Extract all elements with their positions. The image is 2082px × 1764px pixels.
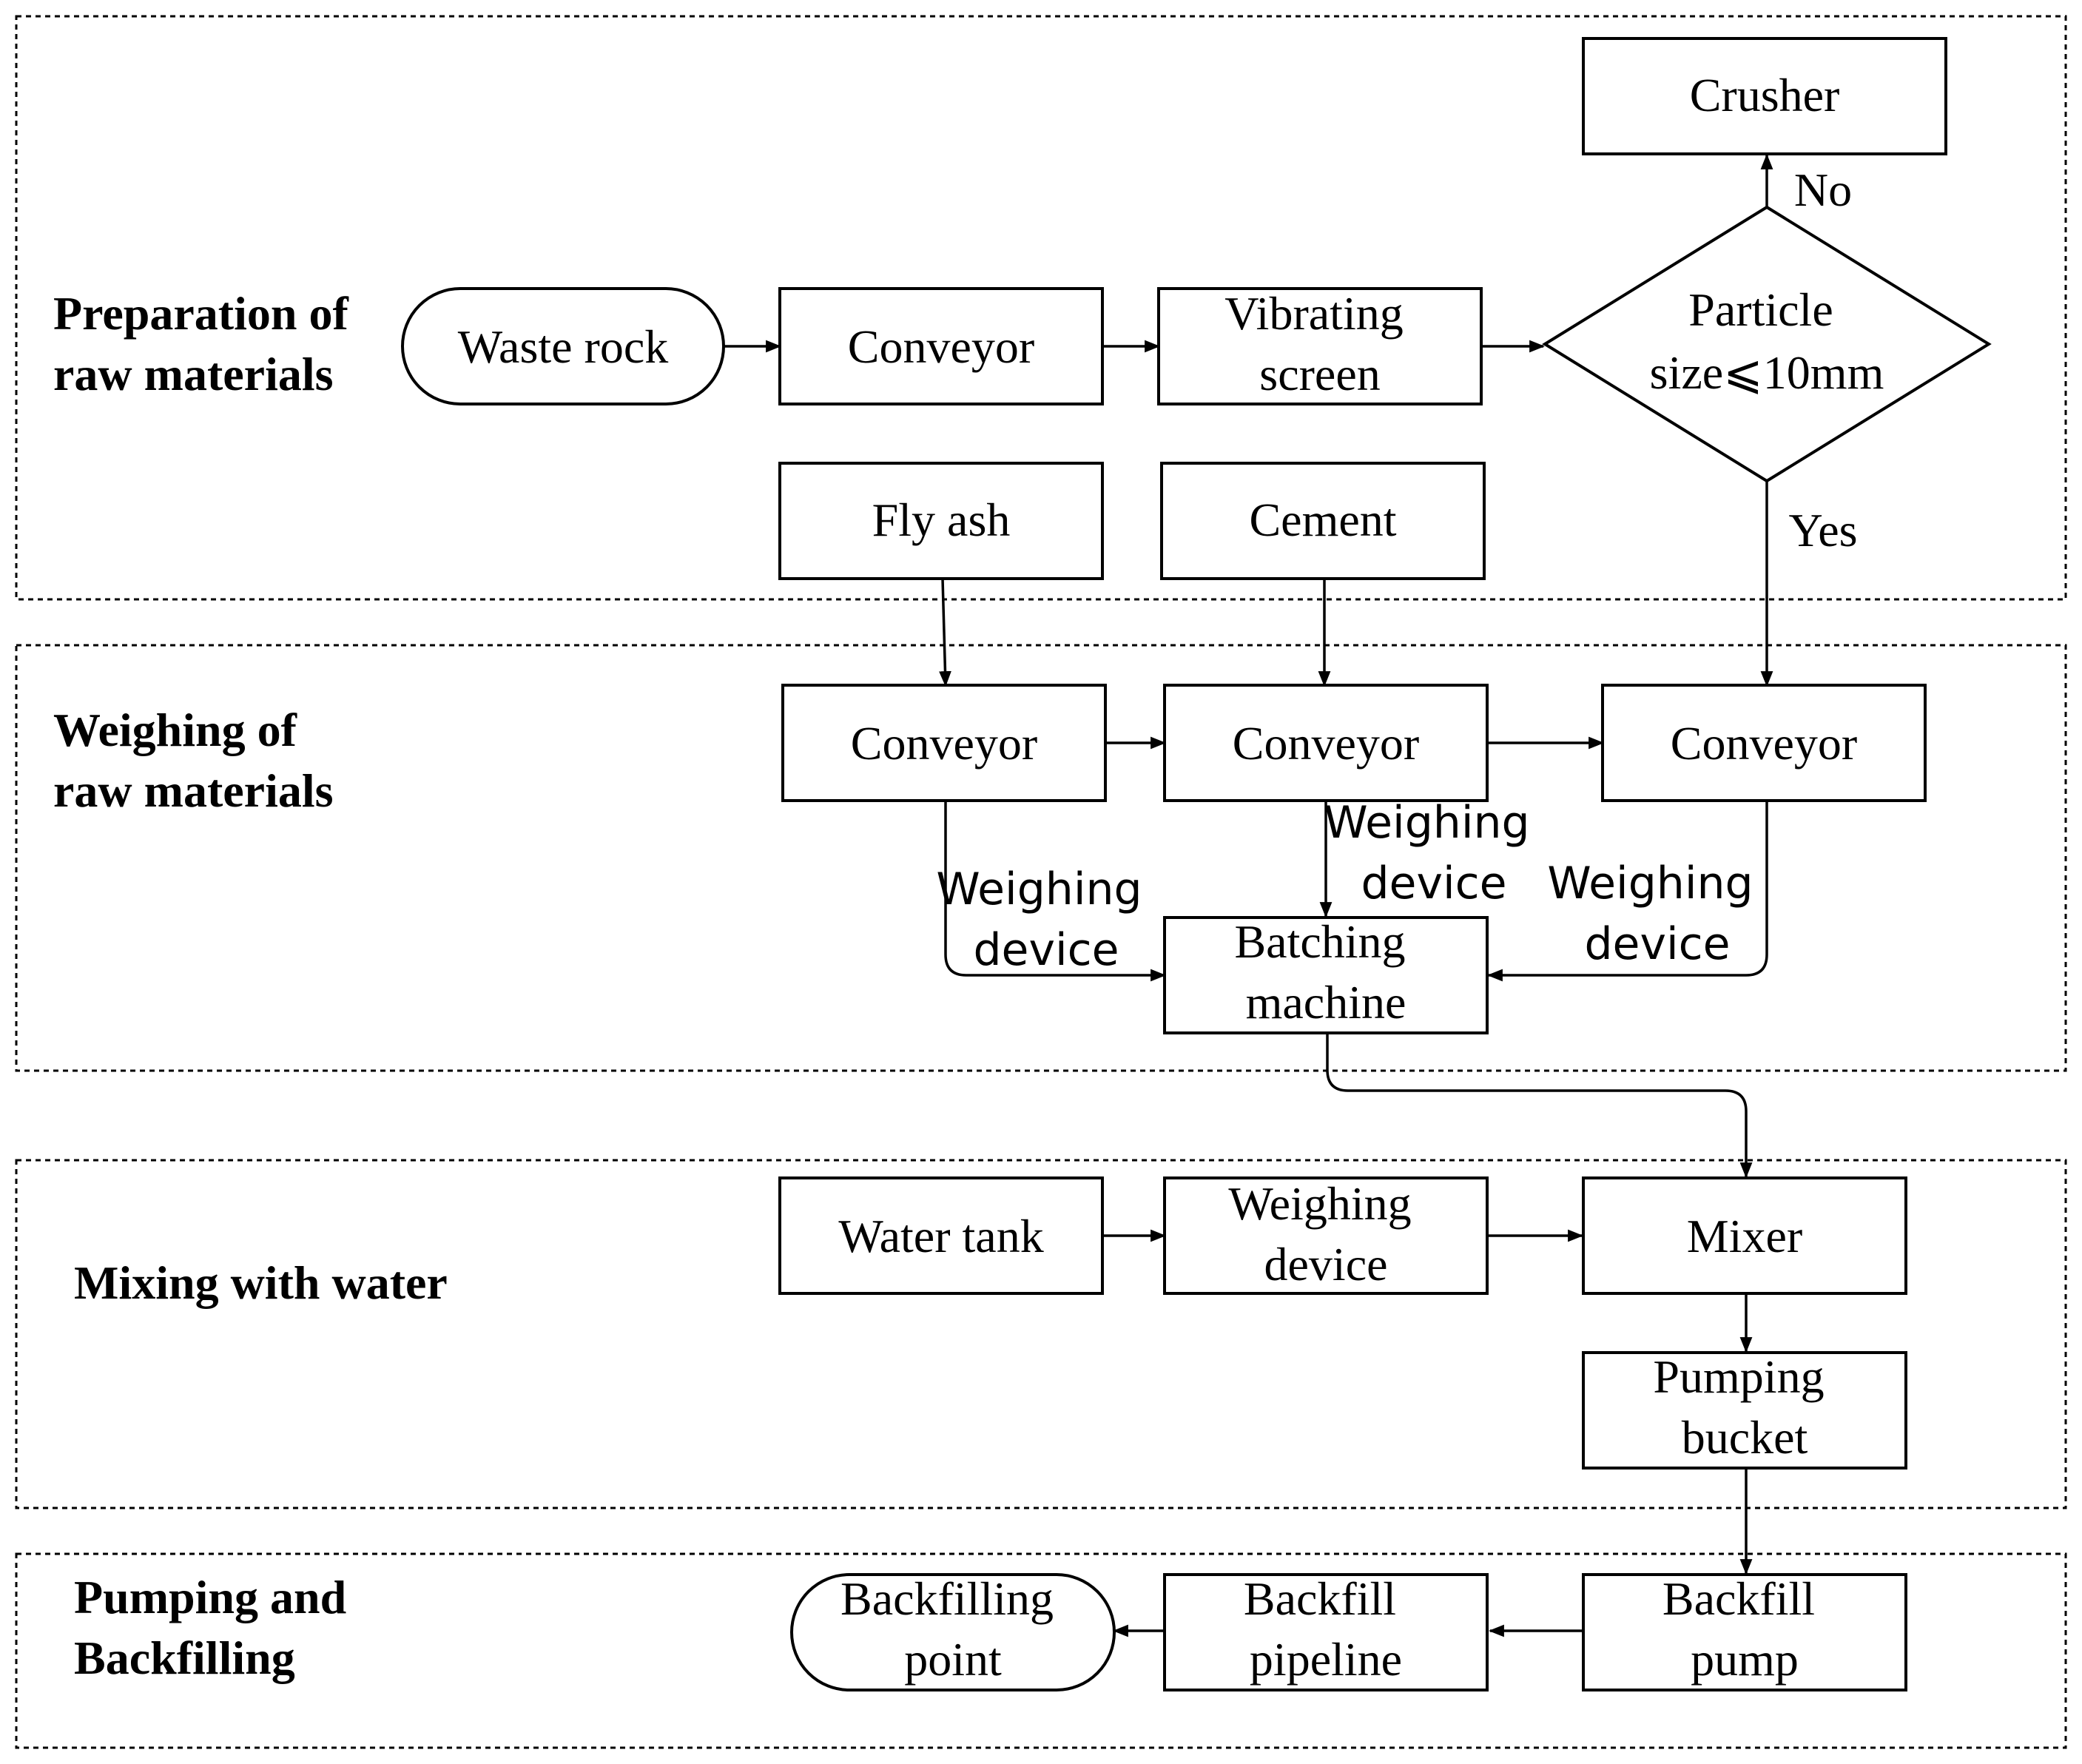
node-backfilling-point-label: Backfilling point <box>840 1572 1065 1686</box>
node-water-tank-label: Water tank <box>838 1210 1043 1262</box>
node-mixer <box>1582 1176 1907 1295</box>
node-conveyor-2 <box>1163 684 1489 802</box>
node-water-tank <box>778 1176 1104 1295</box>
node-vibrating-screen <box>1157 287 1483 405</box>
node-pumping-bucket <box>1582 1351 1907 1470</box>
node-fly-ash-label: Fly ash <box>872 494 1011 546</box>
section-label-mixing: Mixing with water <box>74 1256 448 1309</box>
node-cement-label: Cement <box>1249 494 1396 546</box>
node-conveyor-1 <box>781 684 1107 802</box>
node-conveyor-prep <box>778 287 1104 405</box>
node-waste-rock <box>401 287 725 405</box>
node-pumping-bucket-label: Pumping bucket <box>1653 1350 1836 1464</box>
node-conveyor-prep-label: Conveyor <box>848 320 1034 373</box>
edge-label-weighing-right: Weighing device <box>1547 858 1767 970</box>
section-weighing-frame <box>15 644 2067 1072</box>
connectors <box>724 153 1773 1637</box>
node-crusher <box>1582 37 1947 155</box>
node-vibrating-screen-label: Vibrating screen <box>1224 287 1415 400</box>
section-mixing-frame <box>15 1159 2067 1509</box>
node-conveyor-1-label: Conveyor <box>851 717 1037 770</box>
node-backfill-pipeline-label: Backfill pipeline <box>1244 1572 1408 1686</box>
edge-label-weighing-mid: Weighing device <box>1324 797 1543 909</box>
edge-label-weighing-left: Weighing device <box>936 864 1156 976</box>
arrow-batching-mixer <box>1326 1033 1753 1179</box>
node-fly-ash <box>778 462 1104 580</box>
arrow-conveyor3-batching <box>1486 801 1768 982</box>
arrow-flyash-conveyor1 <box>939 578 951 687</box>
edge-label-no: No <box>1794 164 1852 216</box>
node-weighing-device-water-label: Weighing device <box>1228 1177 1423 1290</box>
node-waste-rock-label: Waste rock <box>458 320 669 373</box>
section-pumping-frame <box>15 1552 2067 1749</box>
node-weighing-device-water <box>1163 1176 1489 1295</box>
node-conveyor-3 <box>1601 684 1927 802</box>
arrow-conveyor1-batching <box>944 801 1167 982</box>
edge-label-yes: Yes <box>1788 504 1857 556</box>
node-conveyor-3-label: Conveyor <box>1671 717 1857 770</box>
section-preparation-frame <box>15 15 2067 601</box>
node-particle-size-decision <box>1542 205 1992 483</box>
node-batching-machine-label: Batching machine <box>1234 915 1417 1029</box>
node-backfill-pipeline <box>1163 1573 1489 1691</box>
node-backfill-pump-label: Backfill pump <box>1662 1572 1827 1686</box>
node-batching-machine <box>1163 916 1489 1034</box>
node-cement <box>1160 462 1486 580</box>
node-mixer-label: Mixer <box>1687 1210 1802 1262</box>
node-conveyor-2-label: Conveyor <box>1233 717 1419 770</box>
section-label-preparation: Preparation of raw materials <box>53 287 360 400</box>
node-particle-size-label: Particle size⩽10mm <box>1650 283 1884 399</box>
node-backfilling-point <box>790 1573 1116 1691</box>
section-label-pumping: Pumping and Backfilling <box>74 1571 358 1684</box>
node-crusher-label: Crusher <box>1690 69 1840 121</box>
node-backfill-pump <box>1582 1573 1907 1691</box>
section-label-weighing: Weighing of raw materials <box>53 704 334 817</box>
